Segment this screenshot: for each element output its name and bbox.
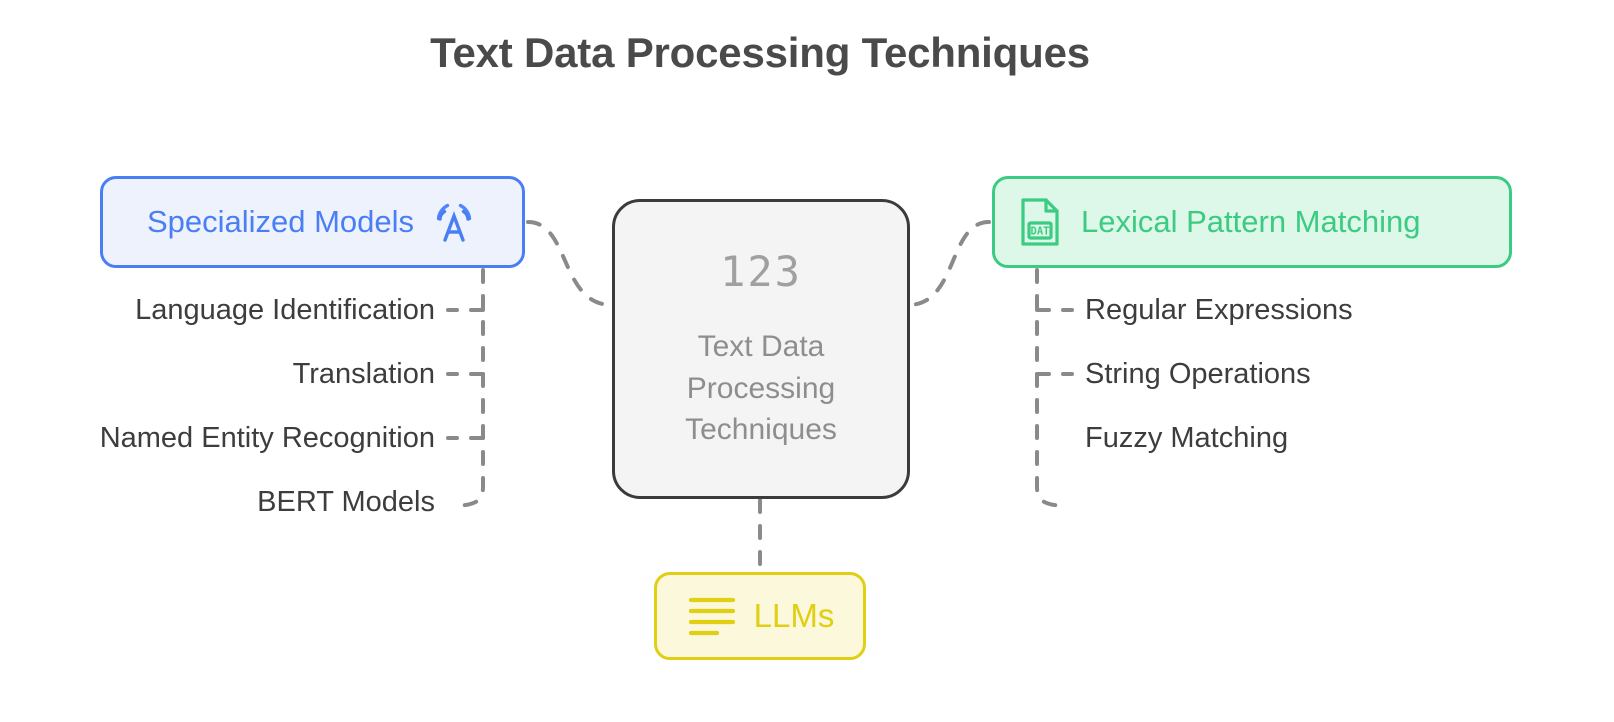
leaf-label-left-1[interactable]: Translation xyxy=(292,358,435,390)
center-caption: Text Data Processing Techniques xyxy=(685,330,837,447)
leaf-label-left-0[interactable]: Language Identification xyxy=(135,294,435,326)
svg-text:DAT: DAT xyxy=(1031,226,1050,238)
leaf-label-right-0[interactable]: Regular Expressions xyxy=(1085,294,1353,326)
node-specialized-models[interactable]: Specialized Models xyxy=(100,176,525,268)
leaf-label-right-2[interactable]: Fuzzy Matching xyxy=(1085,422,1289,454)
node-specialized-models-label: Specialized Models xyxy=(146,204,415,239)
leaf-label-left-2[interactable]: Named Entity Recognition xyxy=(99,422,435,454)
node-lexical-pattern-matching[interactable]: DAT Lexical Pattern Matching xyxy=(992,176,1512,268)
connector-lexical-to-center xyxy=(906,220,991,307)
connector-specialized-to-center xyxy=(526,220,614,307)
center-node[interactable]: 123 Text Data Processing Techniques xyxy=(612,199,910,499)
leaf-label-right-1[interactable]: String Operations xyxy=(1085,358,1311,390)
dat-file-icon: DAT xyxy=(1017,196,1063,248)
node-llms-label: LLMs xyxy=(753,597,835,634)
broadcast-letter-a-icon xyxy=(430,198,478,246)
node-llms[interactable]: LLMs xyxy=(654,572,866,660)
leaf-label-left-3[interactable]: BERT Models xyxy=(257,486,435,518)
text-lines-icon xyxy=(686,590,738,642)
center-number: 123 xyxy=(720,247,802,297)
node-lexical-pattern-matching-label: Lexical Pattern Matching xyxy=(1081,204,1421,239)
page-title: Text Data Processing Techniques xyxy=(430,29,1090,76)
connector-left-spine xyxy=(453,268,485,508)
connector-right-spine xyxy=(1035,268,1067,508)
